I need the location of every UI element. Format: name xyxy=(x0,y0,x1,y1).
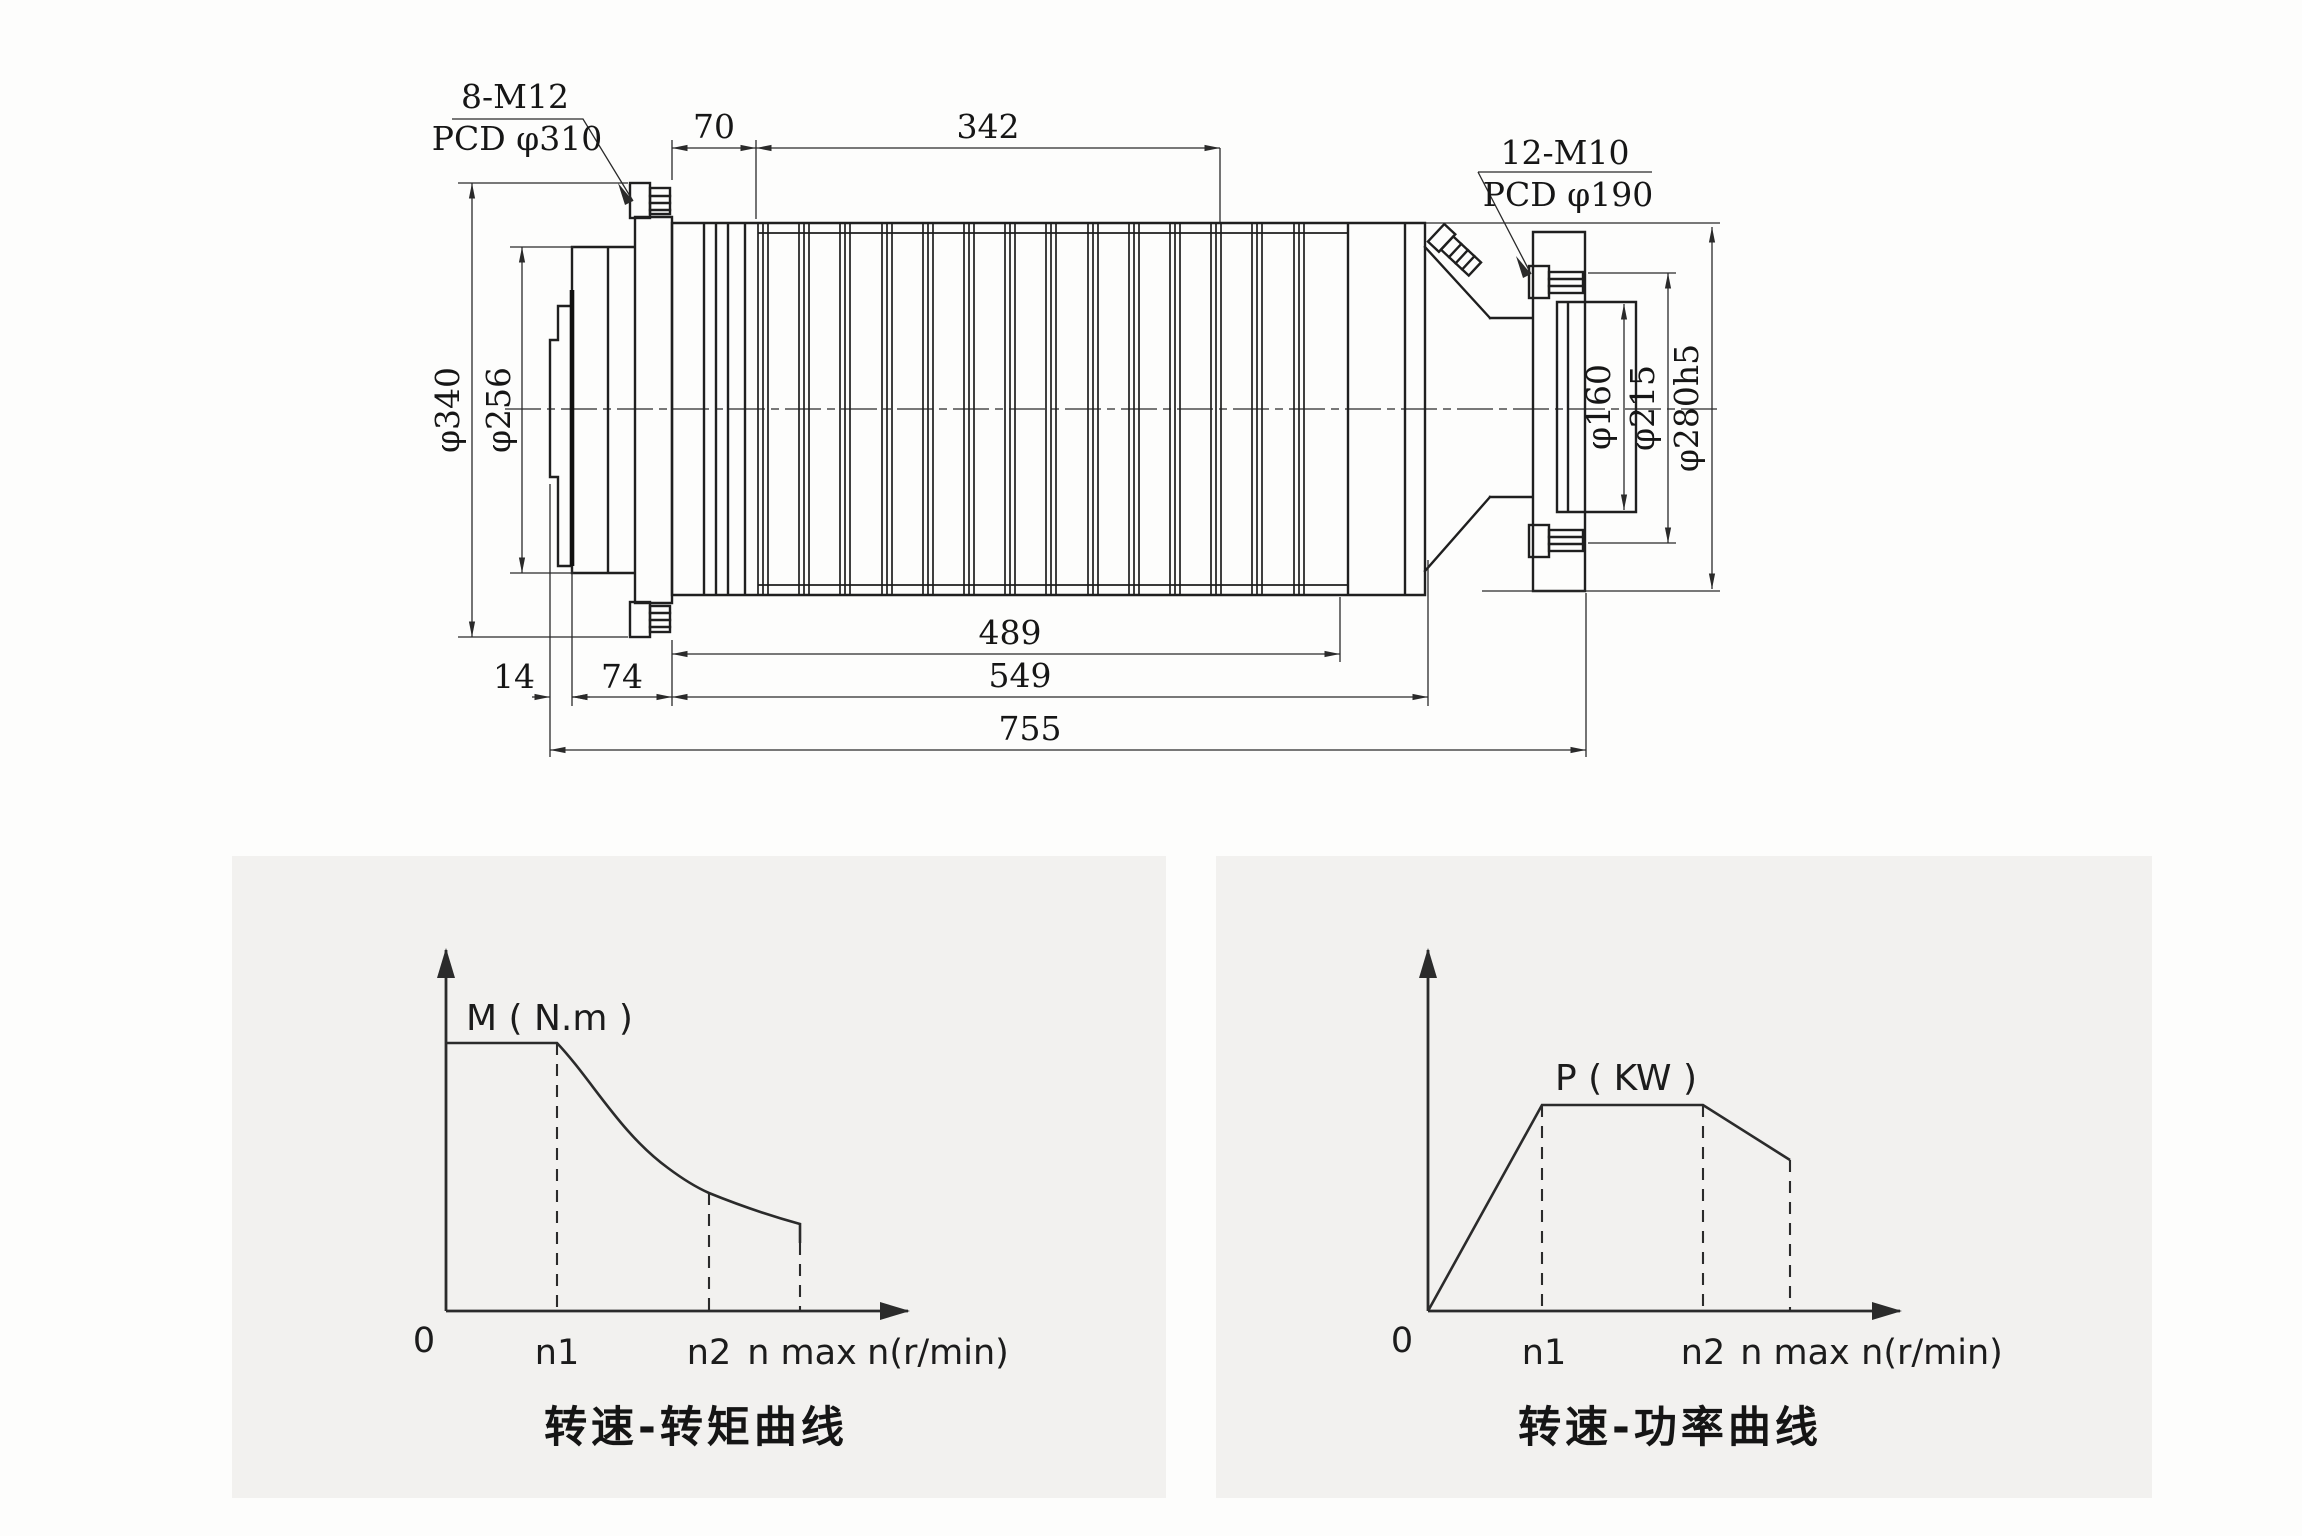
dim-755: 755 xyxy=(999,709,1062,748)
power-curve xyxy=(1426,1103,1791,1312)
torque-y-label: M ( N.m ) xyxy=(466,998,633,1039)
torque-x-label: n(r/min) xyxy=(867,1333,1009,1373)
front-flange-bolt-top xyxy=(628,181,672,220)
callout-leaders xyxy=(452,118,1652,278)
torque-origin-label: 0 xyxy=(413,1321,435,1361)
callout-front-pcd: PCD φ310 xyxy=(432,119,603,158)
power-origin-label: 0 xyxy=(1391,1321,1413,1361)
torque-dashed-guides xyxy=(555,1043,802,1311)
power-dashed-guides xyxy=(1540,1105,1792,1311)
power-n1-label: n1 xyxy=(1522,1333,1566,1373)
torque-nmax-label: n max xyxy=(747,1333,857,1373)
power-nmax-label: n max xyxy=(1740,1333,1850,1373)
rear-flange-bolt-bottom xyxy=(1527,523,1585,559)
dim-phi215: φ215 xyxy=(1623,365,1662,451)
power-chart-panel xyxy=(1216,856,2152,1498)
taper-angled-bolt xyxy=(1426,222,1483,278)
power-x-label: n(r/min) xyxy=(1861,1333,2003,1373)
dim-74: 74 xyxy=(601,657,643,696)
callout-rear-pcd: PCD φ190 xyxy=(1483,175,1654,214)
dim-phi340: φ340 xyxy=(428,367,467,453)
torque-n2-label: n2 xyxy=(687,1333,731,1373)
dim-549: 549 xyxy=(989,656,1052,695)
power-chart-title: 转速-功率曲线 xyxy=(1518,1403,1822,1453)
dim-phi160: φ160 xyxy=(1579,364,1618,450)
callout-front-thread: 8-M12 xyxy=(461,77,569,116)
fin-root-lines xyxy=(758,232,1348,586)
dimension-labels: 8-M12 PCD φ310 12-M10 PCD φ190 70 342 48… xyxy=(428,77,1706,748)
dim-phi280h5: φ280h5 xyxy=(1667,344,1706,472)
dimension-lines xyxy=(468,144,1716,754)
extension-lines xyxy=(458,140,1720,757)
dim-phi256: φ256 xyxy=(479,367,518,453)
dim-14: 14 xyxy=(493,657,535,696)
front-flange-bolt-bottom xyxy=(628,600,672,639)
torque-chart-panel xyxy=(232,856,1166,1498)
spindle-drawing: 8-M12 PCD φ310 12-M10 PCD φ190 70 342 48… xyxy=(428,77,1722,757)
torque-chart: M ( N.m ) 0 n1 n2 n max n(r/min) 转速-转矩曲线 xyxy=(232,856,1166,1498)
dim-489: 489 xyxy=(979,613,1042,652)
power-y-label: P ( KW ) xyxy=(1555,1058,1697,1099)
torque-curve xyxy=(447,1041,802,1243)
housing-body-outline xyxy=(670,221,1427,597)
callout-rear-thread: 12-M10 xyxy=(1501,133,1630,172)
dim-342: 342 xyxy=(957,107,1020,146)
power-chart: P ( KW ) 0 n1 n2 n max n(r/min) 转速-功率曲线 xyxy=(1216,856,2152,1498)
front-end-outline xyxy=(548,215,674,605)
torque-n1-label: n1 xyxy=(535,1333,579,1373)
cooling-fins xyxy=(757,223,1305,595)
torque-chart-title: 转速-转矩曲线 xyxy=(544,1403,848,1453)
power-n2-label: n2 xyxy=(1681,1333,1725,1373)
dim-70: 70 xyxy=(693,107,735,146)
rear-flange-bolt-top xyxy=(1527,264,1585,300)
